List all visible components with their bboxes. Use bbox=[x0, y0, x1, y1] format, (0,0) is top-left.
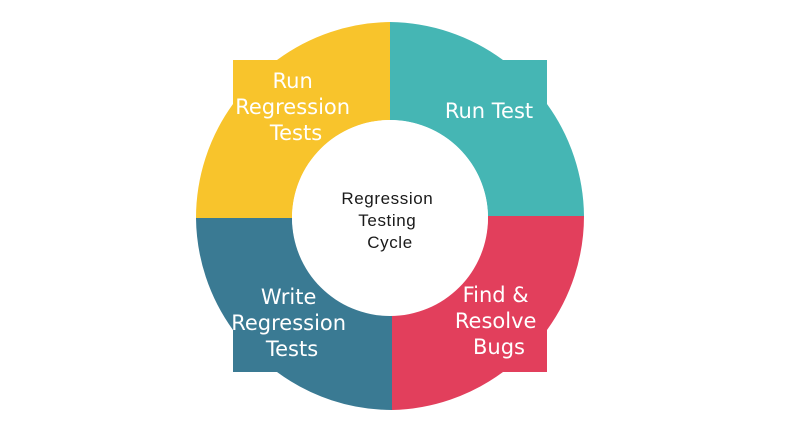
center-circle bbox=[292, 120, 488, 316]
quadrant-label-line: Resolve bbox=[455, 309, 537, 333]
center-label-line: Cycle bbox=[367, 233, 413, 252]
quadrant-label-line: Run Test bbox=[445, 99, 533, 123]
quadrant-label-run-regression-tests: Run Regression Tests bbox=[235, 69, 357, 145]
quadrant-label-line: Regression bbox=[235, 95, 350, 119]
quadrant-shape-run-regression-tests bbox=[195, 22, 390, 218]
center-label: Regression Testing Cycle bbox=[341, 189, 438, 252]
center-label-line: Testing bbox=[358, 211, 416, 230]
quadrant-run-test: Run Test bbox=[390, 22, 584, 216]
quadrant-label-line: Run bbox=[273, 69, 313, 93]
quadrant-label-line: Bugs bbox=[473, 335, 525, 359]
quadrant-label-line: Tests bbox=[269, 121, 322, 145]
center-label-line: Regression bbox=[341, 189, 433, 208]
quadrant-find-resolve-bugs: Find & Resolve Bugs bbox=[392, 216, 584, 410]
quadrant-label-run-test: Run Test bbox=[445, 99, 533, 123]
quadrant-label-line: Write bbox=[261, 285, 316, 309]
quadrant-label-line: Regression bbox=[231, 311, 346, 335]
quadrant-label-line: Tests bbox=[265, 337, 318, 361]
quadrant-write-regression-tests: Write Regression Tests bbox=[196, 218, 392, 410]
center-hub: Regression Testing Cycle bbox=[292, 120, 488, 316]
quadrant-run-regression-tests: Run Regression Tests bbox=[195, 22, 390, 218]
quadrant-label-find-resolve-bugs: Find & Resolve Bugs bbox=[455, 283, 543, 359]
quadrant-shape-find-resolve-bugs bbox=[392, 216, 584, 410]
quadrant-label-line: Find & bbox=[463, 283, 529, 307]
quadrant-label-write-regression-tests: Write Regression Tests bbox=[231, 285, 353, 361]
quadrant-shape-run-test bbox=[390, 22, 584, 216]
quadrant-shape-write-regression-tests bbox=[196, 218, 392, 410]
